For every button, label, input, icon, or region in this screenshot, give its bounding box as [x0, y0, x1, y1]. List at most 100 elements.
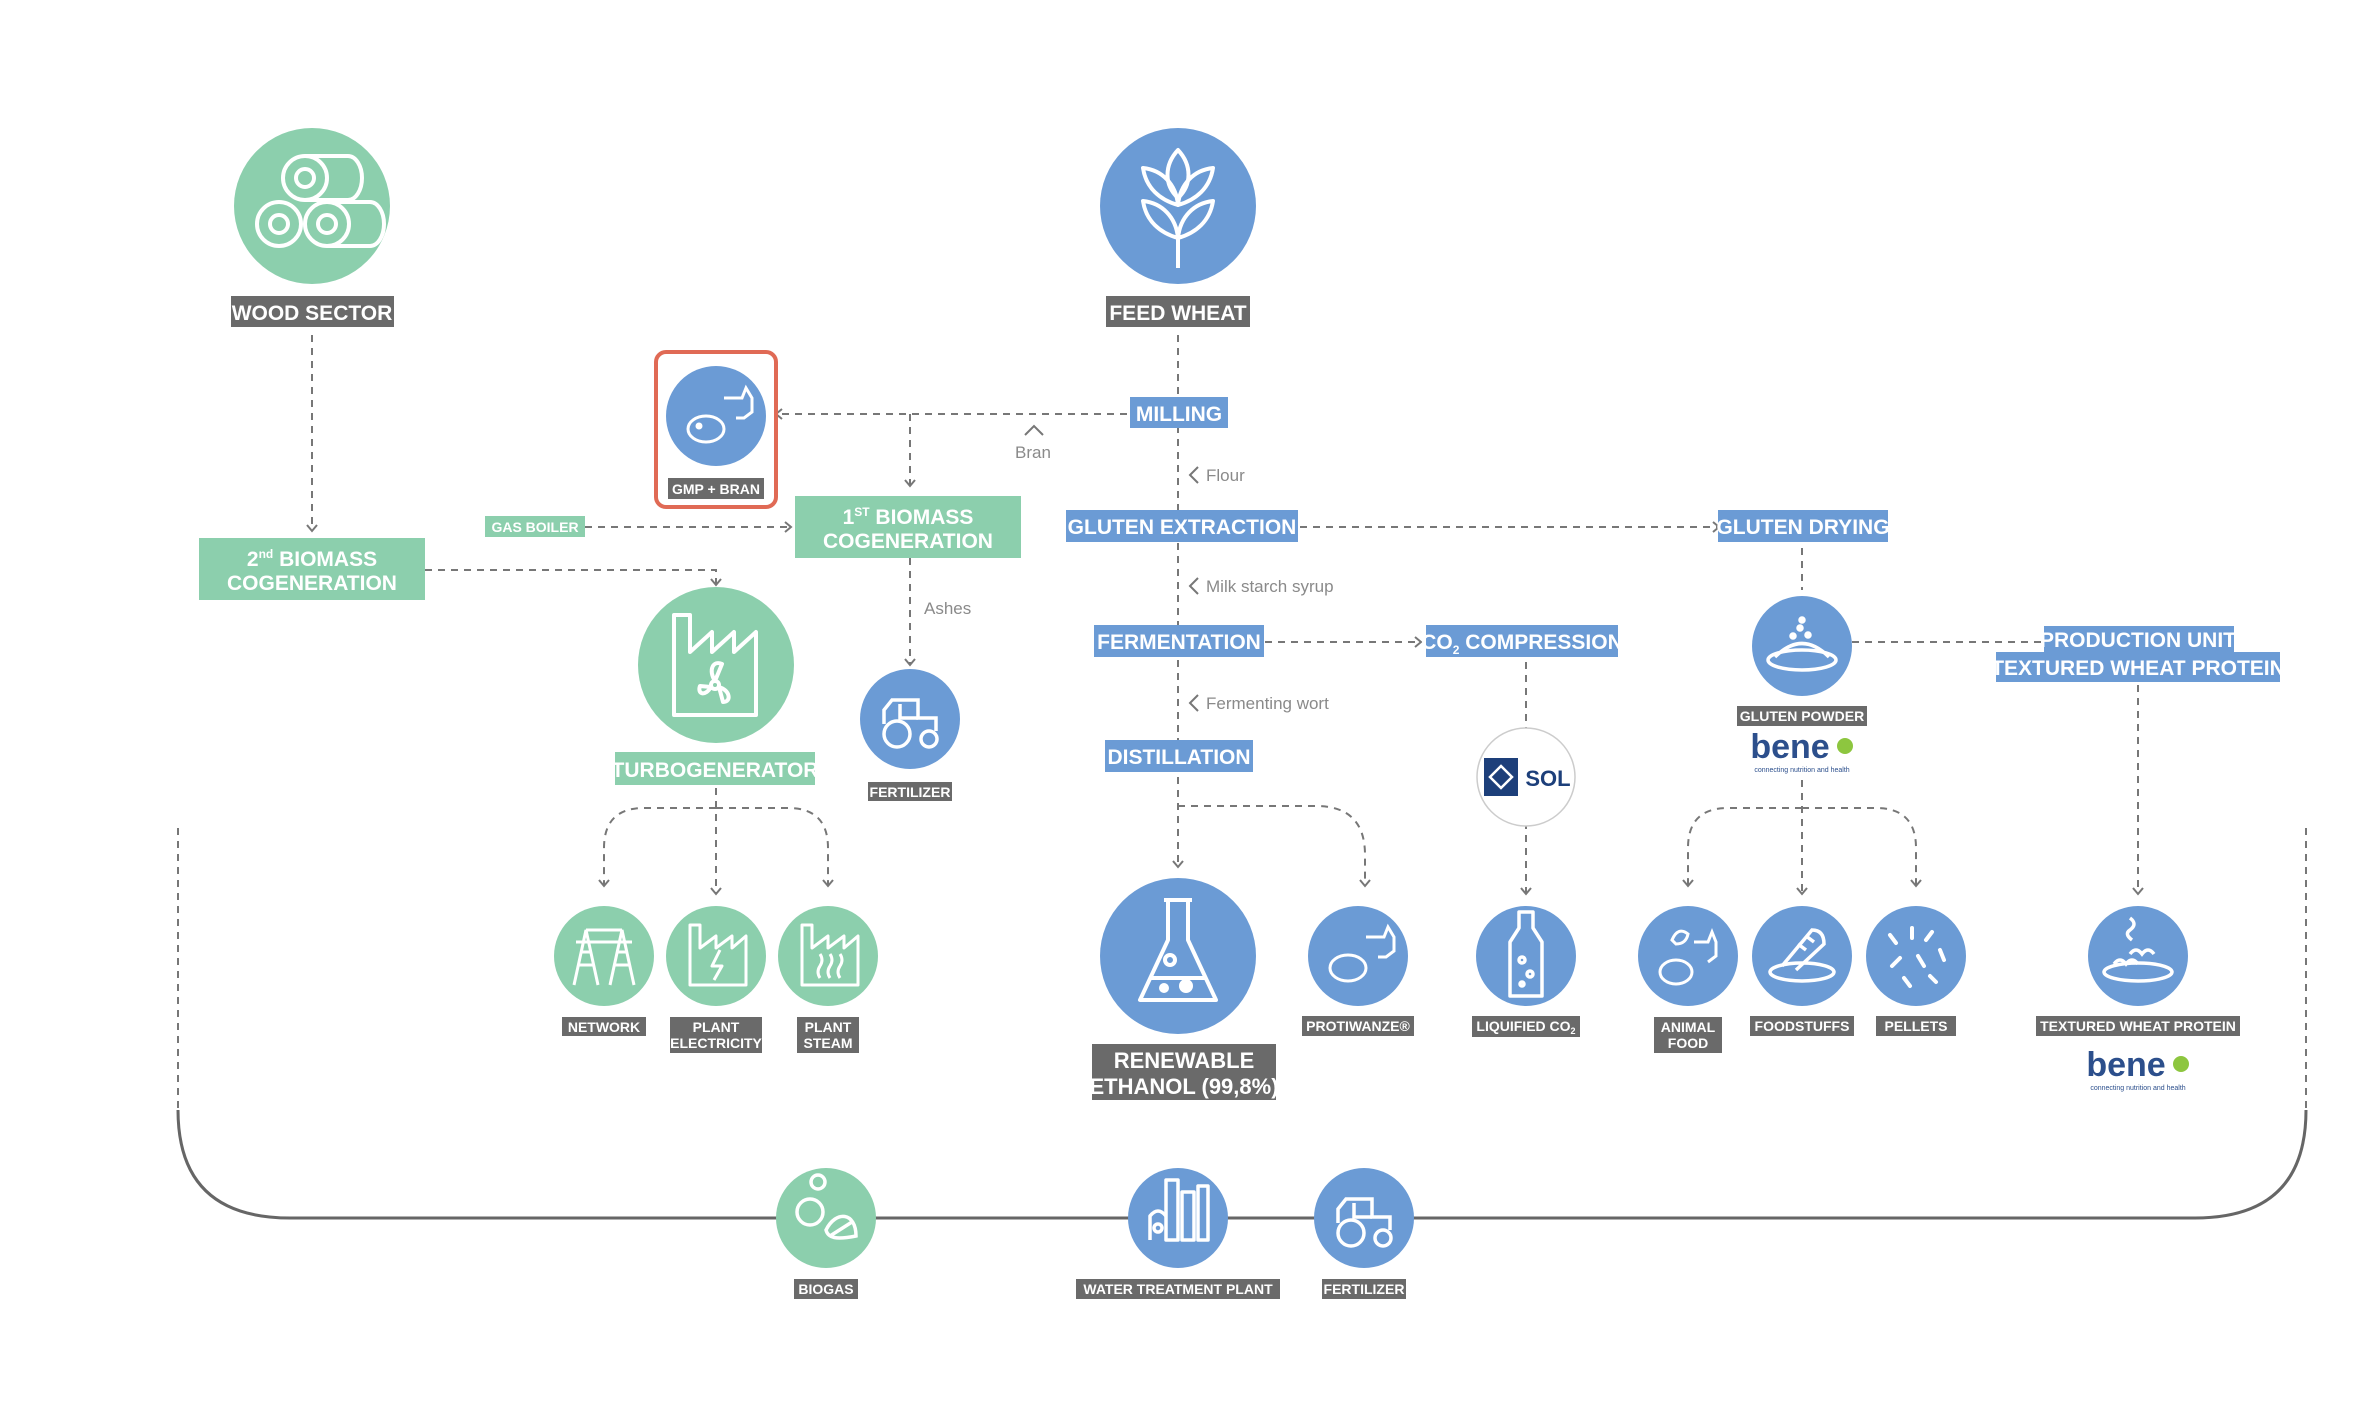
- production-unit-step: PRODUCTION UNIT TEXTURED WHEAT PROTEIN: [1991, 626, 2285, 682]
- factory-steam-icon: [778, 906, 878, 1006]
- svg-text:CO2 COMPRESSION: CO2 COMPRESSION: [1421, 631, 1623, 657]
- gas-boiler-label: GAS BOILER: [491, 519, 578, 535]
- renewable-ethanol-label-1: RENEWABLE: [1114, 1048, 1255, 1073]
- bene-wordmark-2: bene: [2086, 1046, 2165, 1084]
- starch-chevron-icon: [1188, 577, 1199, 595]
- biomass1-label: BIOMASS: [870, 506, 974, 529]
- bene-tagline-1: connecting nutrition and health: [1754, 767, 1849, 774]
- wort-chevron-icon: [1188, 694, 1199, 712]
- fertilizer-bottom-label: FERTILIZER: [1324, 1281, 1405, 1297]
- turbogenerator-node: TURBOGENERATOR: [612, 587, 819, 785]
- bene-dot-icon: [1837, 738, 1853, 754]
- flask-icon: [1100, 878, 1256, 1034]
- distillation-step: DISTILLATION: [1105, 740, 1253, 772]
- animal-food-label-2: FOOD: [1668, 1035, 1708, 1051]
- ashes-caption: Ashes: [924, 599, 971, 618]
- biomass2-ordinal-suffix: nd: [259, 547, 274, 561]
- svg-text:1ST BIOMASS: 1ST BIOMASS: [843, 505, 974, 529]
- turbogenerator-label: TURBOGENERATOR: [612, 759, 819, 782]
- milk-starch-caption: Milk starch syrup: [1206, 577, 1334, 596]
- flow-captions: Bran Flour Milk starch syrup Fermenting …: [924, 443, 1334, 713]
- foodstuffs-node: FOODSTUFFS: [1750, 906, 1854, 1036]
- svg-text:2nd BIOMASS: 2nd BIOMASS: [247, 547, 377, 571]
- bene-logo-1: bene connecting nutrition and health: [1750, 728, 1853, 774]
- gmp-bran-node: GMP + BRAN: [654, 350, 778, 509]
- bene-dot-icon: [2173, 1056, 2189, 1072]
- sol-wordmark: SOL: [1525, 766, 1570, 791]
- liquified-co2-node: LIQUIFIED CO2: [1472, 906, 1580, 1037]
- pellets-label: PELLETS: [1884, 1018, 1947, 1034]
- gluten-extraction-step: GLUTEN EXTRACTION: [1066, 510, 1298, 542]
- gluten-powder-label: GLUTEN POWDER: [1740, 708, 1864, 724]
- connectors: [176, 335, 2308, 1220]
- co2-compression-subscript: 2: [1453, 643, 1460, 657]
- bene-tagline-2: connecting nutrition and health: [2090, 1085, 2185, 1092]
- plant-electricity-node: PLANT ELECTRICITY: [666, 906, 766, 1053]
- fertilizer-top-node: FERTILIZER: [860, 669, 960, 801]
- co2-compression-step: CO2 COMPRESSION: [1421, 625, 1623, 657]
- plant-steam-node: PLANT STEAM: [778, 906, 878, 1053]
- fermenting-wort-caption: Fermenting wort: [1206, 694, 1329, 713]
- liquified-co2-subscript: 2: [1571, 1026, 1576, 1036]
- co2-compression-suffix: COMPRESSION: [1459, 631, 1622, 654]
- biomass1-step: 1ST BIOMASS COGENERATION: [795, 496, 1021, 558]
- gmp-highlight-frame: [654, 350, 778, 509]
- gas-boiler-step: GAS BOILER: [485, 516, 585, 537]
- network-label: NETWORK: [568, 1019, 640, 1035]
- textured-protein-node: TEXTURED WHEAT PROTEIN: [2036, 906, 2240, 1036]
- svg-text:LIQUIFIED CO2: LIQUIFIED CO2: [1476, 1018, 1575, 1036]
- plant-electricity-label-1: PLANT: [693, 1019, 740, 1035]
- bread-icon: [1752, 906, 1852, 1006]
- bene-wordmark-1: bene: [1750, 728, 1829, 766]
- powder-dish-icon: [1752, 596, 1852, 696]
- gluten-drying-step: GLUTEN DRYING: [1716, 510, 1890, 542]
- biomass1-ordinal-suffix: ST: [854, 505, 870, 519]
- protiwanze-node: PROTIWANZE®: [1302, 906, 1414, 1036]
- gmp-bran-label: GMP + BRAN: [672, 481, 760, 497]
- connector-distillation-to-protiwanze: [1178, 805, 1371, 888]
- flour-caption: Flour: [1206, 466, 1245, 485]
- animal-food-node: ANIMAL FOOD: [1638, 906, 1738, 1053]
- renewable-ethanol-label-2: ETHANOL (99,8%): [1089, 1074, 1278, 1099]
- sol-logo: SOL: [1476, 727, 1576, 827]
- plant-steam-label-1: PLANT: [805, 1019, 852, 1035]
- fertilizer-bottom-node: FERTILIZER: [1314, 1168, 1414, 1299]
- bottle-icon: [1476, 906, 1576, 1006]
- fertilizer-top-label: FERTILIZER: [870, 784, 951, 800]
- plant-steam-label-2: STEAM: [804, 1035, 853, 1051]
- textured-protein-label: TEXTURED WHEAT PROTEIN: [2040, 1018, 2236, 1034]
- biomass2-step: 2nd BIOMASS COGENERATION: [199, 538, 425, 600]
- renewable-ethanol-node: RENEWABLE ETHANOL (99,8%): [1089, 878, 1279, 1100]
- biomass1-cogeneration: COGENERATION: [823, 530, 993, 553]
- distillation-label: DISTILLATION: [1107, 746, 1250, 769]
- pylon-icon: [554, 906, 654, 1006]
- gluten-drying-label: GLUTEN DRYING: [1716, 516, 1889, 539]
- milling-label: MILLING: [1136, 403, 1222, 426]
- network-node: NETWORK: [554, 906, 654, 1036]
- wood-sector-label: WOOD SECTOR: [232, 302, 393, 325]
- biogas-node: BIOGAS: [776, 1168, 876, 1299]
- biomass2-cogeneration: COGENERATION: [227, 572, 397, 595]
- production-unit-product: TEXTURED WHEAT PROTEIN: [1991, 657, 2285, 680]
- co2-compression-prefix: CO: [1421, 631, 1453, 654]
- biomass2-ordinal: 2: [247, 548, 259, 571]
- protiwanze-label: PROTIWANZE®: [1306, 1018, 1410, 1034]
- wood-sector-node: WOOD SECTOR: [231, 128, 394, 327]
- plant-electricity-label-2: ELECTRICITY: [670, 1035, 762, 1051]
- gluten-powder-node: GLUTEN POWDER: [1737, 596, 1867, 726]
- water-treatment-node: WATER TREATMENT PLANT: [1076, 1168, 1280, 1299]
- milling-step: MILLING: [1130, 397, 1228, 428]
- biomass1-ordinal: 1: [843, 506, 855, 529]
- bracket-bottom-line: [176, 1109, 2308, 1220]
- connector-powder-to-pellets: [1802, 807, 1922, 888]
- farm-animals-icon: [1638, 906, 1738, 1006]
- bran-caption: Bran: [1015, 443, 1051, 462]
- animal-food-label-1: ANIMAL: [1661, 1019, 1716, 1035]
- foodstuffs-label: FOODSTUFFS: [1755, 1018, 1850, 1034]
- water-treatment-label: WATER TREATMENT PLANT: [1083, 1281, 1273, 1297]
- feed-wheat-node: FEED WHEAT: [1100, 128, 1256, 327]
- biomass2-label: BIOMASS: [273, 548, 377, 571]
- protein-dish-icon: [2088, 906, 2188, 1006]
- connector-biomass2-to-turbo: [425, 569, 722, 587]
